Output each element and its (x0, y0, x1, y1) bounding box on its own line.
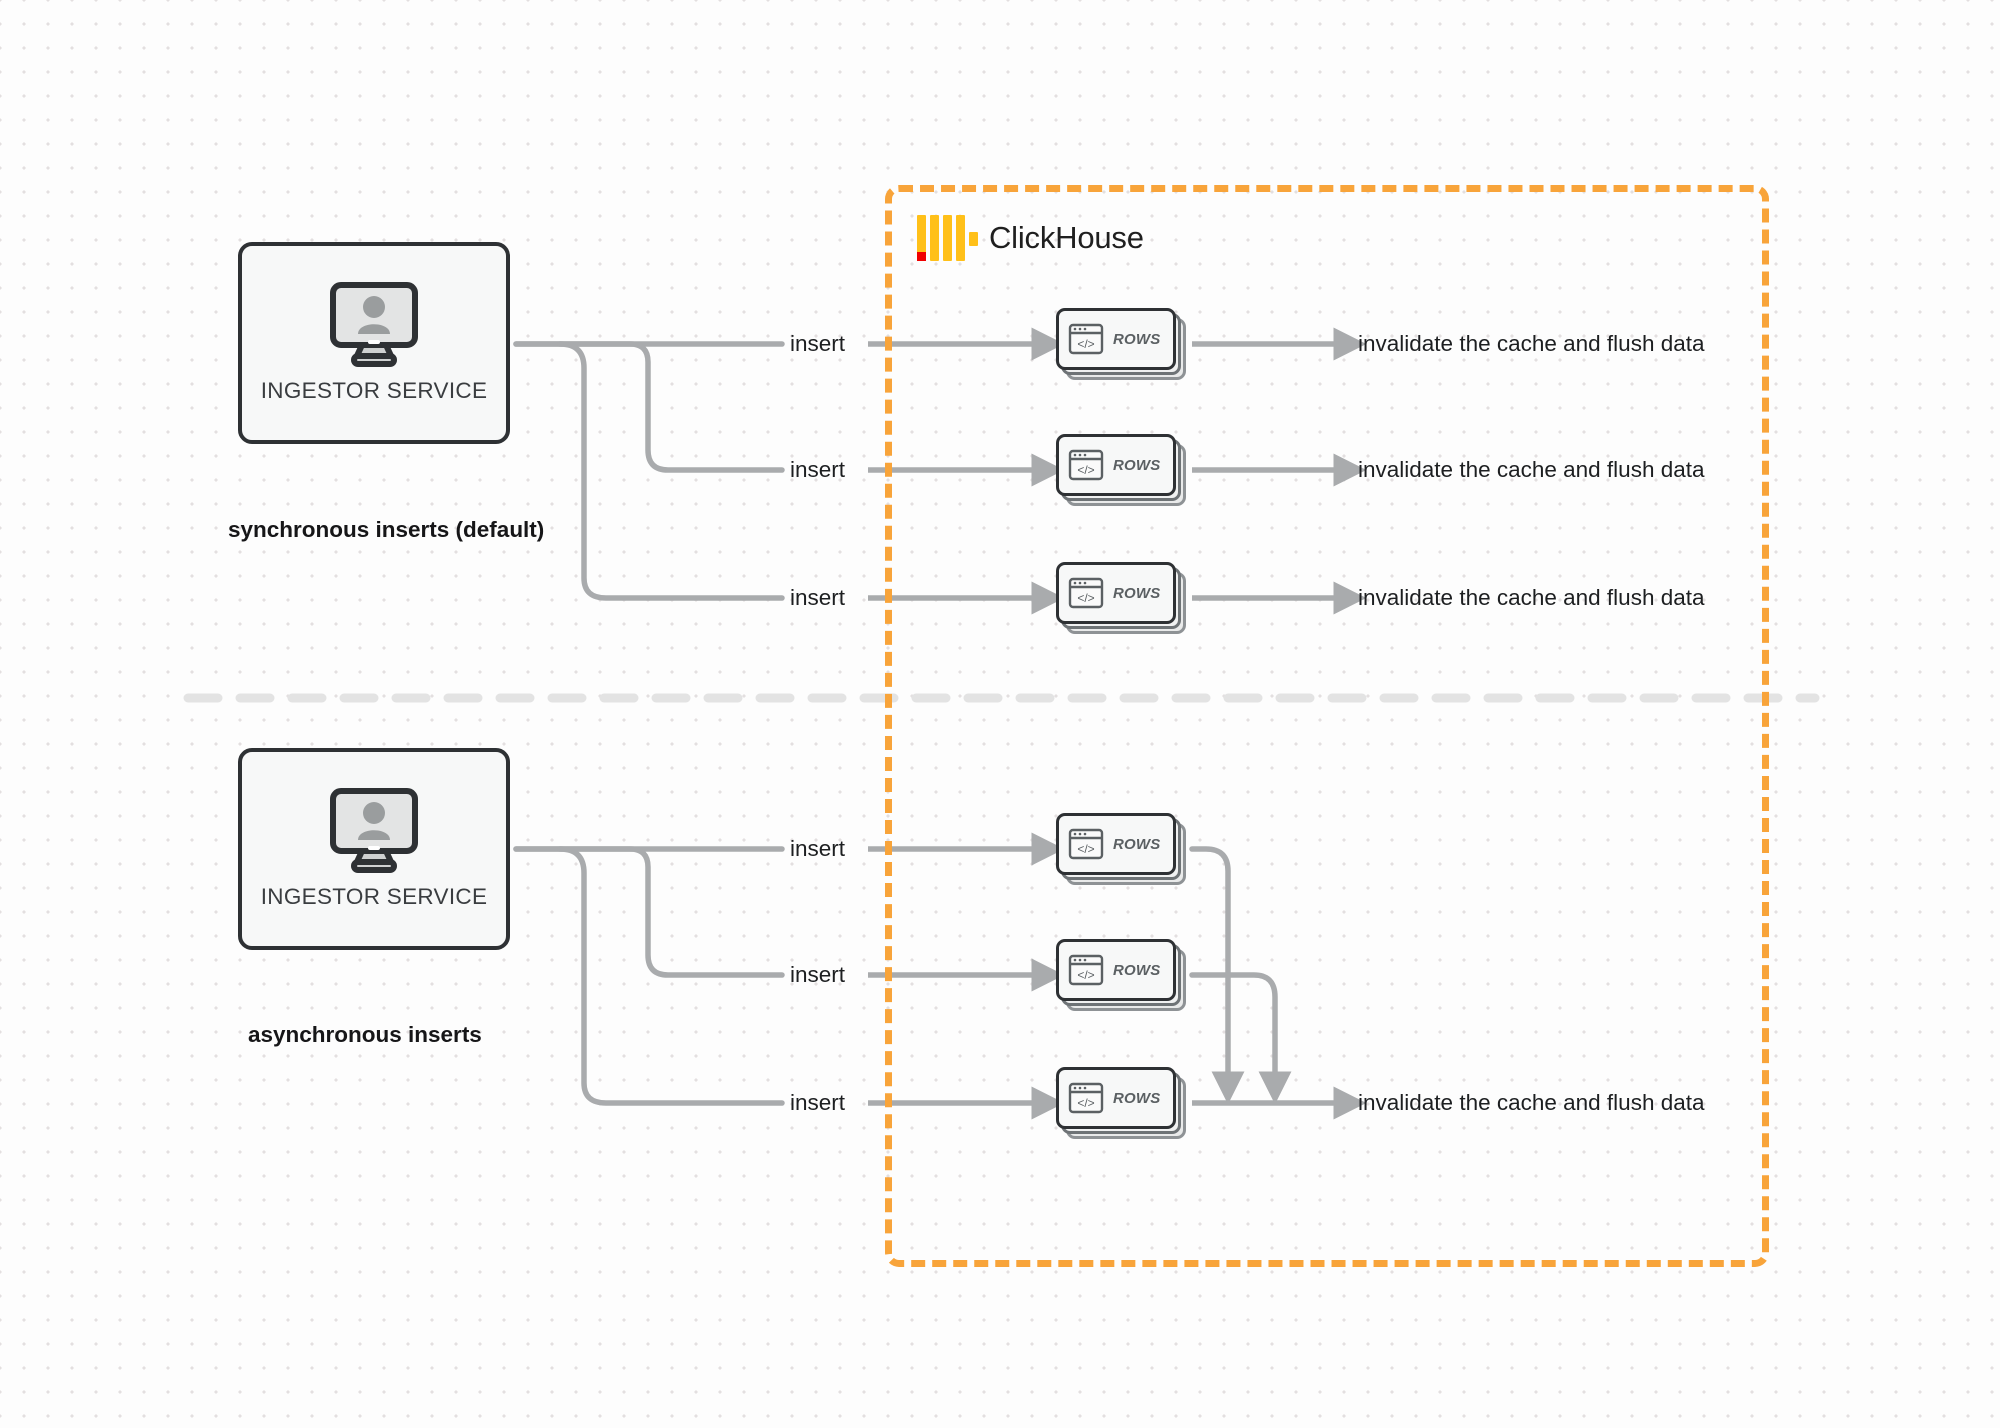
rows-node-label: ROWS (1113, 456, 1161, 474)
rows-card-front: </> ROWS (1056, 939, 1176, 1001)
clickhouse-wordmark: ClickHouse (989, 220, 1144, 255)
code-window-icon: </> (1068, 577, 1104, 609)
code-window-icon: </> (1068, 449, 1104, 481)
insert-label-async-3: insert (790, 1090, 846, 1115)
ingestor-service-async[interactable]: INGESTOR SERVICE (238, 748, 510, 950)
rows-node-async-2[interactable]: </> ROWS (1056, 939, 1186, 1011)
result-label-sync-3: invalidate the cache and flush data (1358, 585, 1705, 610)
svg-text:</>: </> (1077, 1096, 1094, 1110)
ingestor-service-label: INGESTOR SERVICE (260, 378, 488, 403)
svg-text:</>: </> (1077, 968, 1094, 982)
rows-node-sync-3[interactable]: </> ROWS (1056, 562, 1186, 634)
rows-card-front: </> ROWS (1056, 308, 1176, 370)
code-window-icon: </> (1068, 828, 1104, 860)
clickhouse-boundary (885, 185, 1769, 1267)
rows-card-front: </> ROWS (1056, 562, 1176, 624)
rows-node-async-1[interactable]: </> ROWS (1056, 813, 1186, 885)
rows-card-front: </> ROWS (1056, 813, 1176, 875)
insert-label-sync-3: insert (790, 585, 846, 610)
monitor-user-icon (330, 282, 418, 367)
clickhouse-logo-icon (917, 215, 978, 261)
svg-text:</>: </> (1077, 463, 1094, 477)
rows-card-front: </> ROWS (1056, 434, 1176, 496)
rows-node-label: ROWS (1113, 584, 1161, 602)
code-window-icon: </> (1068, 954, 1104, 986)
rows-node-sync-2[interactable]: </> ROWS (1056, 434, 1186, 506)
rows-node-async-3[interactable]: </> ROWS (1056, 1067, 1186, 1139)
ingestor-service-sync[interactable]: INGESTOR SERVICE (238, 242, 510, 444)
rows-node-label: ROWS (1113, 330, 1161, 348)
rows-node-sync-1[interactable]: </> ROWS (1056, 308, 1186, 380)
rows-node-label: ROWS (1113, 835, 1161, 853)
monitor-user-icon (330, 788, 418, 873)
clickhouse-brand: ClickHouse (917, 215, 1144, 261)
result-label-async-merged: invalidate the cache and flush data (1358, 1090, 1705, 1115)
caption-asynchronous-inserts: asynchronous inserts (248, 1022, 482, 1047)
rows-card-front: </> ROWS (1056, 1067, 1176, 1129)
rows-node-label: ROWS (1113, 1089, 1161, 1107)
rows-node-label: ROWS (1113, 961, 1161, 979)
svg-text:</>: </> (1077, 591, 1094, 605)
insert-label-sync-1: insert (790, 331, 846, 356)
sync-branch-wires (513, 341, 785, 601)
result-label-sync-2: invalidate the cache and flush data (1358, 457, 1705, 482)
svg-text:</>: </> (1077, 337, 1094, 351)
result-label-sync-1: invalidate the cache and flush data (1358, 331, 1705, 356)
insert-label-sync-2: insert (790, 457, 846, 482)
async-branch-wires (513, 846, 785, 1106)
insert-label-async-1: insert (790, 836, 846, 861)
caption-synchronous-inserts: synchronous inserts (default) (228, 517, 545, 542)
insert-label-async-2: insert (790, 962, 846, 987)
code-window-icon: </> (1068, 1082, 1104, 1114)
ingestor-service-label: INGESTOR SERVICE (260, 884, 488, 909)
code-window-icon: </> (1068, 323, 1104, 355)
svg-text:</>: </> (1077, 842, 1094, 856)
